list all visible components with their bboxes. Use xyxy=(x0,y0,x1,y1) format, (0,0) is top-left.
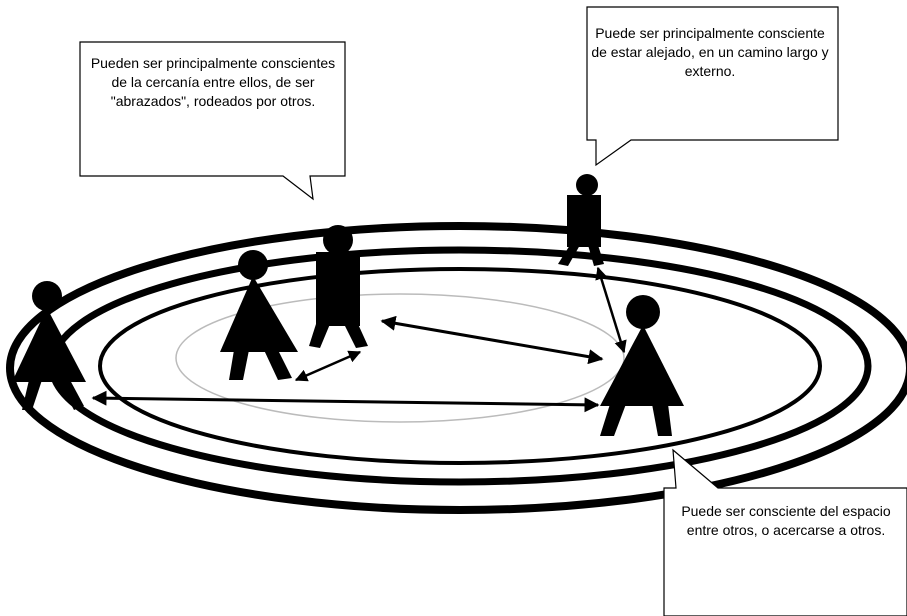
callout-box-group xyxy=(79,41,346,201)
arrow-center-right xyxy=(380,315,604,365)
arrow-outer-to-right xyxy=(595,266,627,354)
arrow-small-group xyxy=(294,350,362,382)
third-ring xyxy=(98,267,822,465)
callout-text-group: Pueden ser principalmente conscientes de… xyxy=(90,55,336,109)
outer-ring xyxy=(6,222,907,514)
second-ring xyxy=(48,246,872,486)
arrow-long-horizontal xyxy=(91,390,600,413)
person-dress-icon xyxy=(600,295,684,436)
person-dress-icon xyxy=(220,250,298,380)
person-icon xyxy=(309,225,368,348)
callout-box-right-figure xyxy=(663,448,907,616)
person-dress-icon xyxy=(12,281,86,410)
callout-text-outer-walker: Puede ser principalmente consciente de e… xyxy=(591,25,829,79)
person-icon xyxy=(558,174,604,266)
callout-box-outer-walker xyxy=(586,6,839,167)
callout-text-right-figure: Puede ser consciente del espacio entre o… xyxy=(681,503,891,538)
inner-ring xyxy=(175,293,625,423)
